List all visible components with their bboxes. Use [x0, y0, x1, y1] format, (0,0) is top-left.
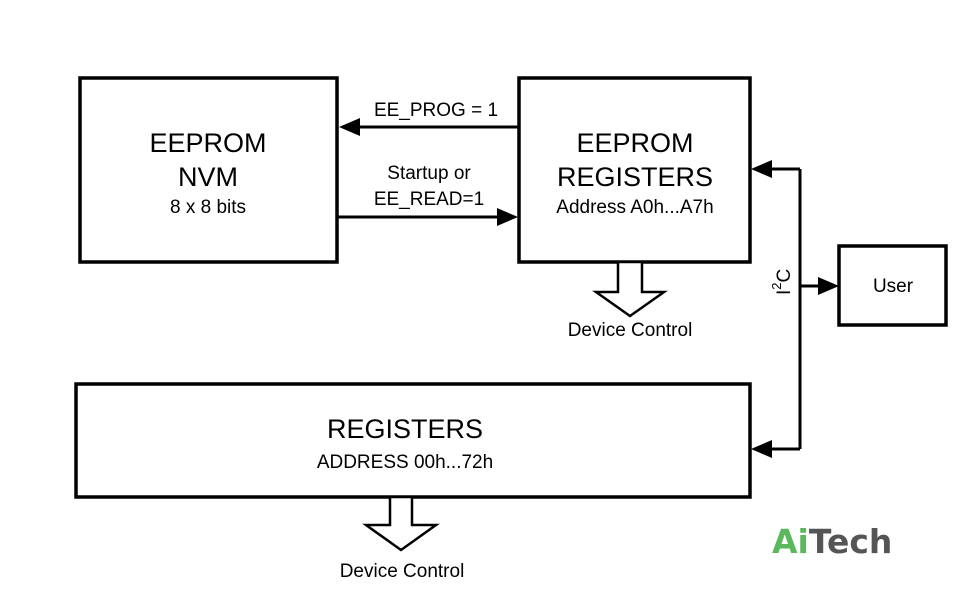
svg-text:I2C: I2C: [769, 269, 795, 295]
device-control-bottom-label: Device Control: [340, 561, 465, 582]
i2c-label-i: I: [774, 290, 795, 295]
i2c-label: I2C: [769, 269, 795, 295]
eeprom-registers-block: EEPROM REGISTERS Address A0h...A7h: [517, 76, 752, 264]
i2c-top-arrowhead: [751, 160, 772, 178]
device-control-bottom-output: Device Control: [340, 495, 465, 582]
registers-block: REGISTERS ADDRESS 00h...72h: [74, 382, 752, 499]
user-block: User: [837, 244, 948, 327]
logo-ai-part: Ai: [772, 522, 809, 561]
i2c-user-arrowhead: [818, 277, 839, 295]
device-control-top-output: Device Control: [568, 260, 693, 341]
eeprom-nvm-block: EEPROM NVM 8 x 8 bits: [78, 76, 339, 264]
i2c-label-superscript: 2: [769, 282, 784, 289]
eeprom-registers-address: Address A0h...A7h: [556, 197, 713, 218]
registers-title: REGISTERS: [327, 414, 483, 444]
eeprom-registers-title: EEPROM: [576, 128, 693, 158]
device-control-bottom-arrow: [362, 495, 440, 552]
i2c-bus: I2C: [751, 160, 839, 458]
ee-prog-arrow: EE_PROG = 1: [339, 100, 519, 136]
i2c-bottom-arrowhead: [751, 440, 772, 458]
ee-read-label-line2: EE_READ=1: [374, 189, 484, 210]
eeprom-nvm-title: EEPROM: [149, 128, 266, 158]
user-box: [837, 244, 948, 327]
eeprom-registers-box: [517, 76, 752, 264]
registers-box: [74, 382, 752, 499]
eeprom-registers-subtitle: REGISTERS: [557, 162, 713, 192]
eeprom-nvm-size: 8 x 8 bits: [170, 197, 246, 218]
device-control-top-arrow: [592, 260, 668, 318]
registers-address: ADDRESS 00h...72h: [317, 452, 493, 473]
i2c-label-c: C: [774, 269, 795, 283]
ee-read-arrowhead: [497, 208, 518, 226]
aitech-logo: AiTech: [772, 522, 892, 561]
eeprom-nvm-box: [78, 76, 339, 264]
ee-prog-arrowhead: [339, 118, 360, 136]
eeprom-nvm-subtitle: NVM: [178, 162, 238, 192]
logo-tech-part: Tech: [809, 522, 893, 561]
ee-prog-label: EE_PROG = 1: [374, 100, 498, 121]
user-label: User: [873, 276, 914, 297]
device-control-top-label: Device Control: [568, 320, 693, 341]
ee-read-arrow: Startup or EE_READ=1: [337, 163, 518, 226]
ee-read-label-line1: Startup or: [387, 163, 471, 184]
